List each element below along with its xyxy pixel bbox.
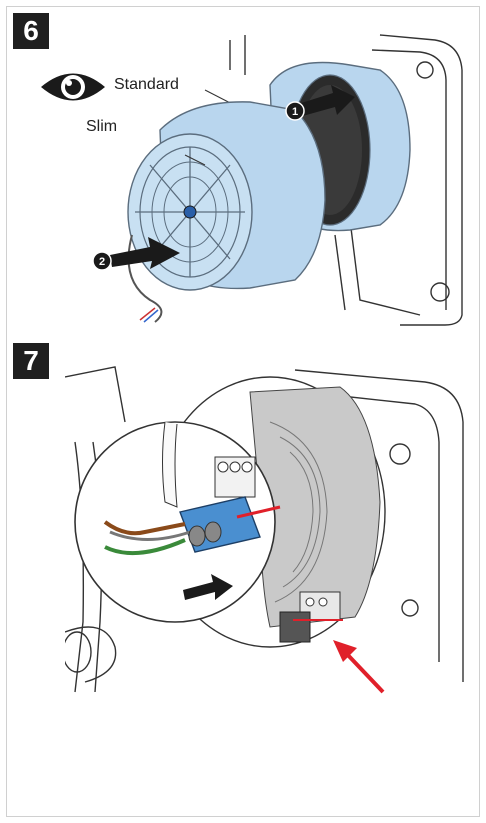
eye-icon [41, 73, 105, 101]
terminal-block [279, 591, 343, 643]
step-6-illustration: 1 2 [92, 34, 463, 326]
arrow-icon [285, 85, 355, 121]
slim-leader [184, 154, 206, 166]
wall-housing [229, 34, 463, 326]
label-slim: Slim [86, 118, 118, 135]
callout-2: 2 [99, 256, 105, 268]
arrow-icon [92, 237, 180, 271]
callout-1: 1 [292, 106, 298, 118]
step-7-badge: 7 [13, 343, 49, 379]
arrow-icon [183, 574, 233, 600]
label-standard: Standard [114, 76, 179, 93]
red-arrow-icon [333, 640, 385, 694]
step-6-badge: 6 [13, 13, 49, 49]
slim-cartridge [127, 101, 326, 291]
zoom-detail [103, 421, 281, 556]
step-7-illustration [65, 366, 464, 694]
